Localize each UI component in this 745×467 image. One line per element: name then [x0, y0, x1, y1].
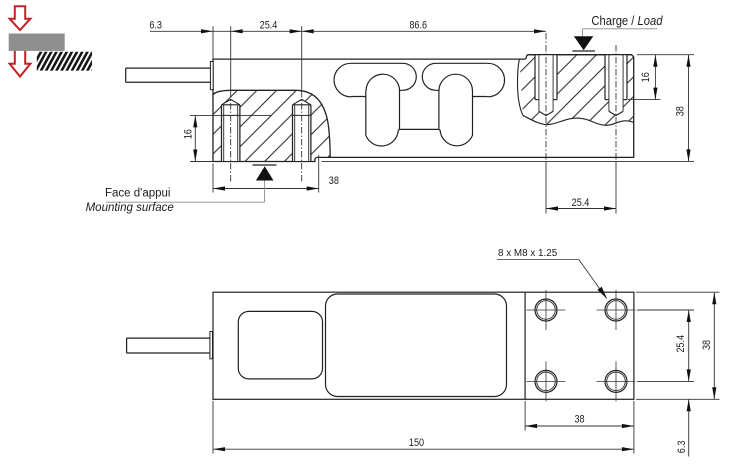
svg-text:Face d'appui: Face d'appui: [105, 188, 171, 200]
svg-text:86.6: 86.6: [409, 20, 427, 32]
svg-text:8 x M8 x 1.25: 8 x M8 x 1.25: [498, 248, 558, 259]
svg-text:38: 38: [675, 106, 687, 116]
svg-text:25.4: 25.4: [260, 20, 278, 32]
svg-text:150: 150: [409, 437, 424, 449]
svg-text:Charge / Load: Charge / Load: [591, 13, 663, 28]
svg-text:16: 16: [640, 72, 652, 82]
svg-text:6.3: 6.3: [149, 20, 162, 32]
svg-text:38: 38: [701, 340, 713, 350]
svg-text:6.3: 6.3: [676, 440, 688, 453]
svg-text:25.4: 25.4: [675, 335, 687, 353]
svg-text:Mounting surface: Mounting surface: [86, 202, 174, 214]
svg-text:38: 38: [329, 175, 339, 187]
svg-text:16: 16: [183, 129, 195, 139]
svg-text:38: 38: [574, 414, 584, 426]
svg-text:25.4: 25.4: [572, 197, 590, 209]
